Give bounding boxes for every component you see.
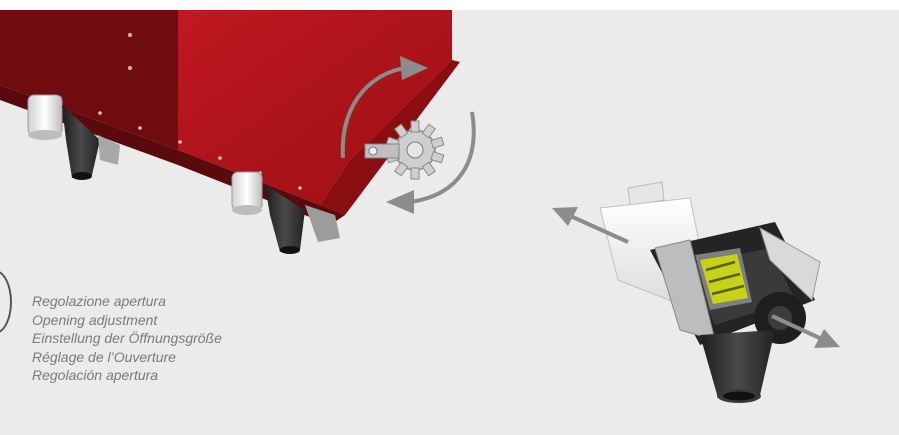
caption-spanish: Regolación apertura — [32, 366, 222, 385]
caption-list: Regolazione apertura Opening adjustment … — [32, 292, 222, 385]
seed-hopper-illustration — [0, 10, 460, 254]
caption-english: Opening adjustment — [32, 311, 222, 330]
caption-french: Réglage de l’Ouverture — [32, 348, 222, 367]
caption-german: Einstellung der Öffnungsgröße — [32, 329, 222, 348]
caption-italian: Regolazione apertura — [32, 292, 222, 311]
opening-distributor-illustration — [600, 182, 820, 403]
